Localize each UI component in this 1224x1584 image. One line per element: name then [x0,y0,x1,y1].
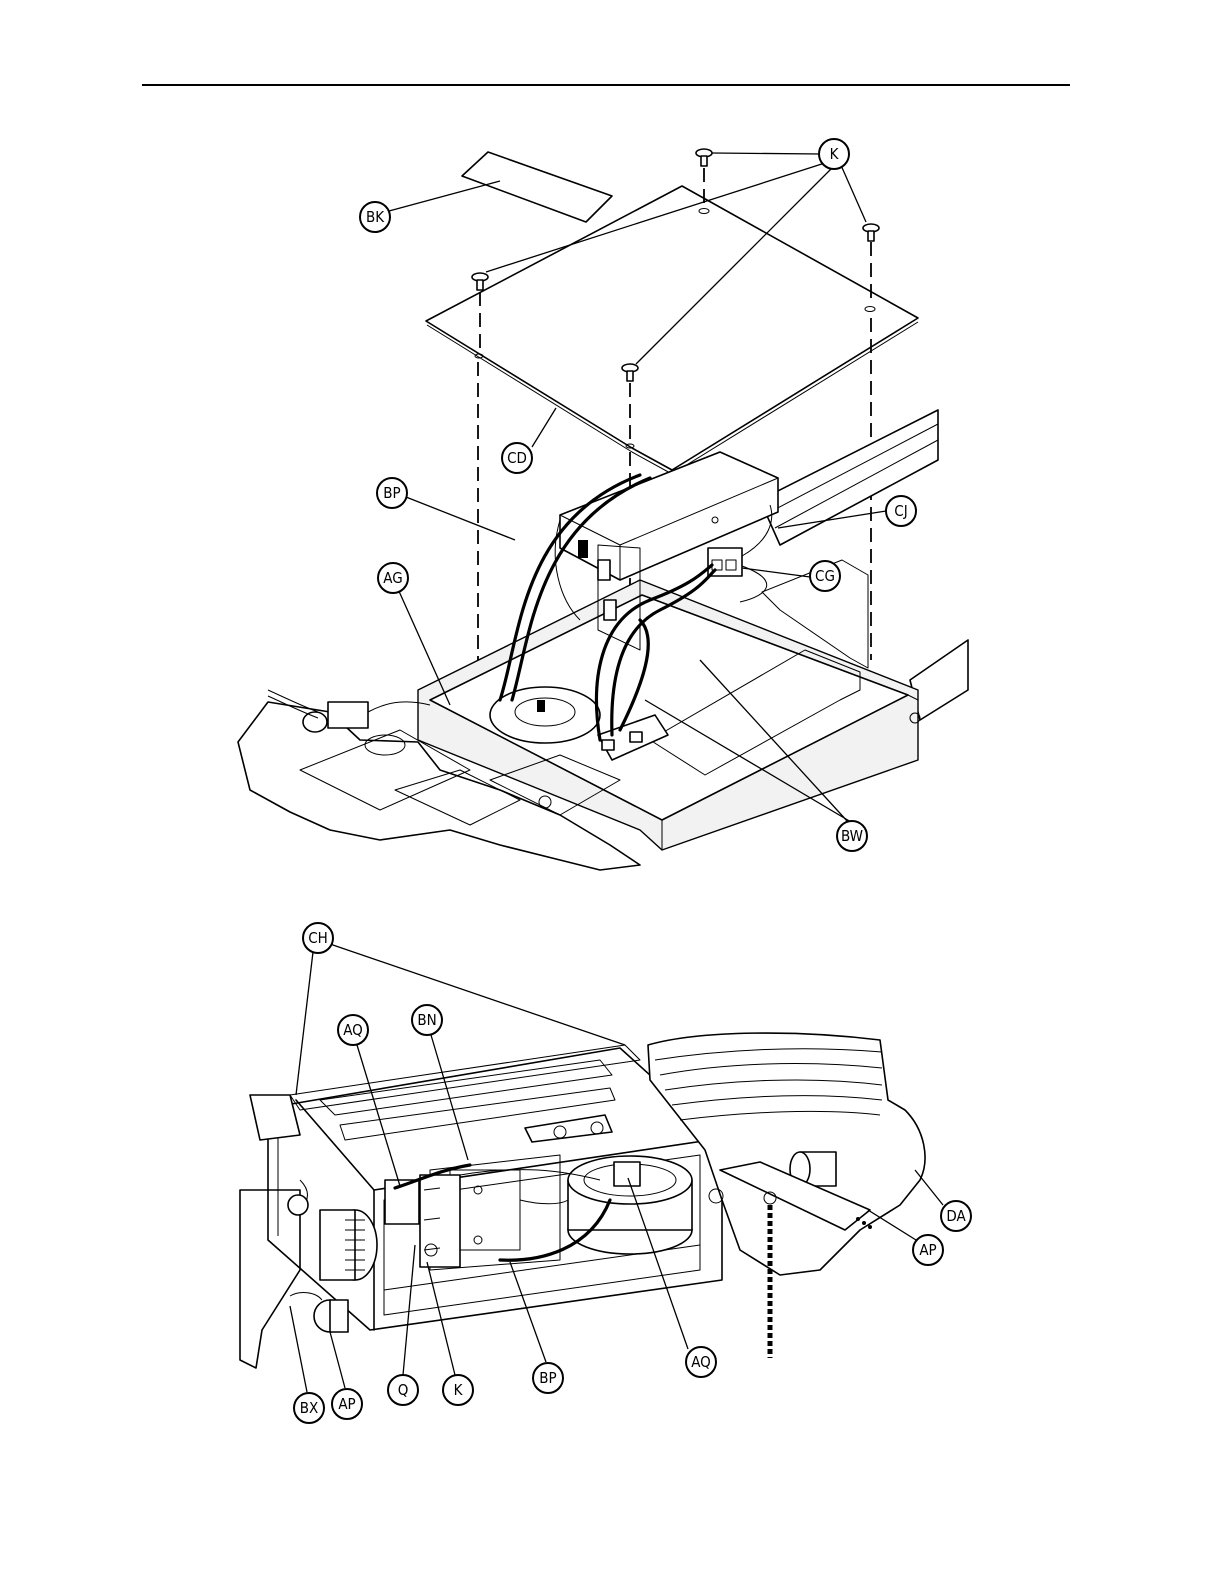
label-ch: CH [303,923,333,953]
svg-text:BW: BW [841,827,863,845]
svg-text:AP: AP [338,1395,355,1413]
label-bn: BN [412,1005,442,1035]
svg-text:CG: CG [815,567,835,585]
svg-text:Q: Q [398,1381,409,1399]
label-q: Q [388,1375,418,1405]
svg-text:K: K [830,145,840,163]
label-k-bottom: K [443,1375,473,1405]
svg-text:AG: AG [383,569,402,587]
label-ag: AG [378,563,408,593]
label-bp-top: BP [377,478,407,508]
svg-text:AQ: AQ [691,1353,711,1371]
svg-text:CD: CD [507,449,527,467]
svg-text:BX: BX [300,1399,319,1417]
label-ap-right: AP [913,1235,943,1265]
label-bx: BX [294,1393,324,1423]
label-bp-bottom: BP [533,1363,563,1393]
label-cg: CG [810,561,840,591]
label-bk: BK [360,202,390,232]
screw-k-left [472,273,488,290]
label-ap-left: AP [332,1389,362,1419]
label-k: K [819,139,849,169]
svg-text:BP: BP [539,1369,556,1387]
bottom-underside-view [240,1033,925,1368]
label-cj: CJ [886,496,916,526]
screw-k-top [696,149,712,166]
svg-text:AP: AP [919,1241,936,1259]
label-aq-bottom: AQ [686,1347,716,1377]
label-aq-top: AQ [338,1015,368,1045]
svg-text:DA: DA [946,1207,966,1225]
svg-text:K: K [454,1381,464,1399]
screw-k-right [863,224,879,241]
svg-text:BK: BK [366,208,385,226]
svg-text:CJ: CJ [894,502,907,520]
svg-text:AQ: AQ [343,1021,363,1039]
label-cd: CD [502,443,532,473]
svg-text:CH: CH [308,929,328,947]
label-bw: BW [837,821,867,851]
top-exploded-view [238,149,968,870]
svg-text:BP: BP [383,484,400,502]
label-da: DA [941,1201,971,1231]
svg-text:BN: BN [417,1011,436,1029]
bk-label-plate [462,152,612,222]
